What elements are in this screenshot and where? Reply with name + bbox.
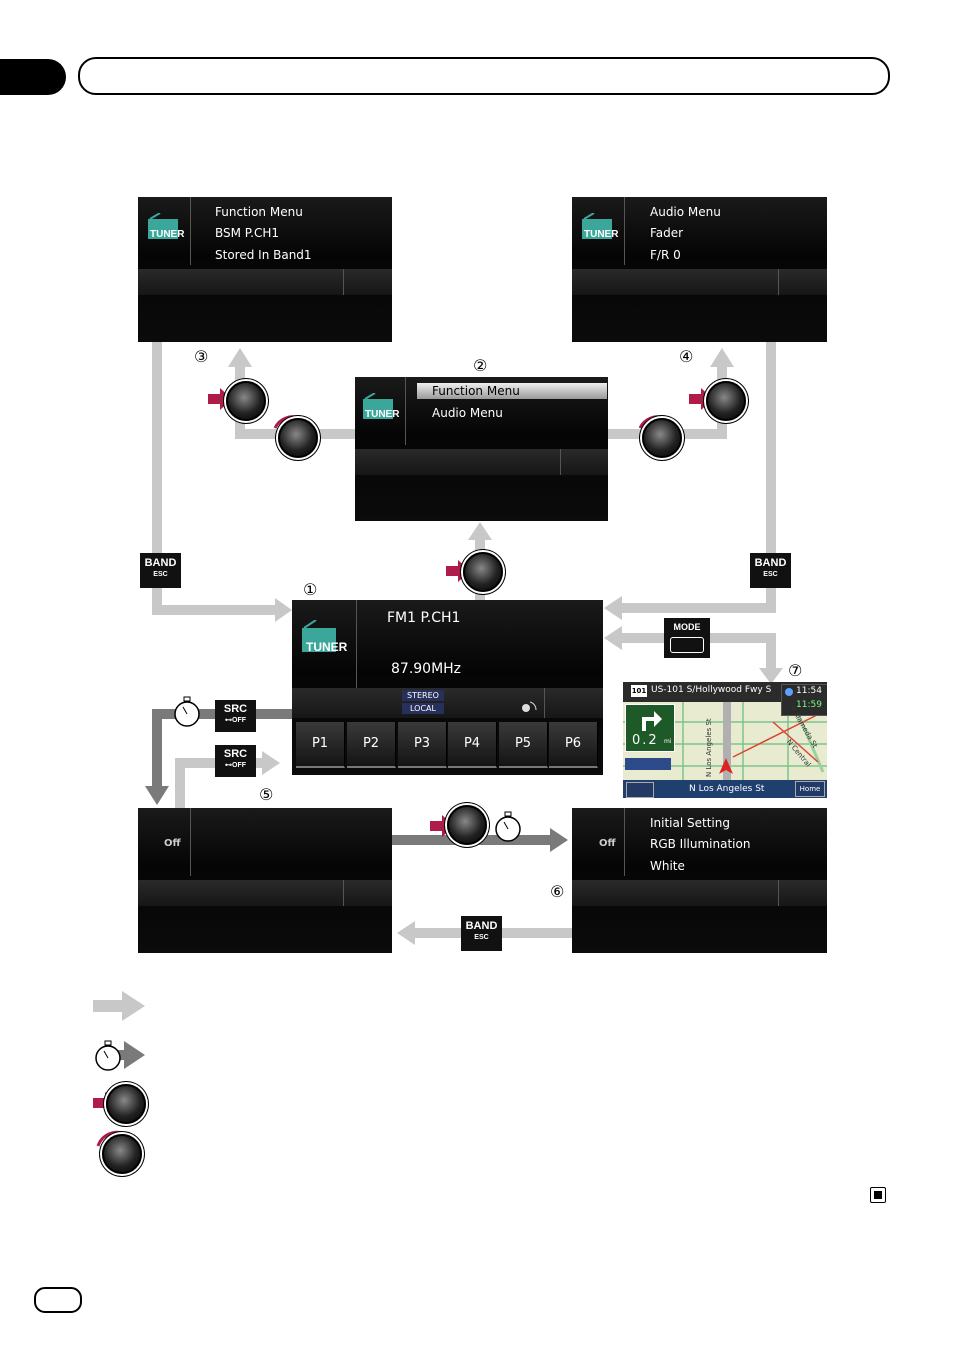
mode-key-shape [670,637,704,653]
setting-line-2: RGB Illumination [650,837,751,851]
tuner-label: TUNER [584,229,619,240]
nav-bottom-bar [623,780,827,798]
knob-push-4 [706,381,746,421]
function-menu-screen: TUNER Function Menu BSM P.CH1 Stored In … [138,197,392,342]
lane-indicator [625,758,671,770]
audio-line-3: F/R 0 [650,248,681,262]
preset-button[interactable]: P1 [296,722,345,768]
tuner-label: TUNER [306,640,348,654]
time-panel: 11:54 11:59 [781,684,827,716]
tuner-label: TUNER [150,229,185,240]
step-number: ② [473,356,488,375]
antenna-icon [522,701,537,712]
preset-button[interactable]: P2 [347,722,396,768]
radio-icon [148,213,178,239]
off-screen-left: Off [138,808,392,953]
step-number: ⑤ [259,785,274,804]
preset-button[interactable]: P5 [499,722,548,768]
nav-map-screen: 101 US-101 S/Hollywood Fwy S 11:54 11:59… [623,682,827,798]
stereo-badge: STEREO [402,690,444,701]
time-1: 11:54 [796,686,822,696]
function-line-1: Function Menu [215,205,303,219]
page-number-tab [34,1287,82,1313]
function-line-2: BSM P.CH1 [215,226,280,240]
distance-value: 0.2 [632,733,659,748]
knob-push-main [463,552,503,592]
knob-rotate-3 [278,418,318,458]
home-button[interactable]: Home [795,781,825,797]
route-badge: 101 [631,685,647,697]
menu-item-function[interactable]: Function Menu [432,384,520,398]
off-label: Off [164,838,181,849]
step-number: ⑦ [788,661,803,680]
knob-rotate-4 [642,418,682,458]
preset-button[interactable]: P4 [448,722,497,768]
step-number: ③ [194,347,209,366]
radio-icon [363,393,393,419]
header-title-bar [78,57,890,95]
stopwatch-icon [495,811,521,842]
knob-push-off [447,805,487,845]
audio-line-1: Audio Menu [650,205,721,219]
radio-icon [582,213,612,239]
time-2: 11:59 [796,700,822,710]
audio-menu-screen: TUNER Audio Menu Fader F/R 0 [572,197,827,342]
function-line-3: Stored In Band1 [215,248,312,262]
preset-button[interactable]: P6 [549,722,598,768]
nav-top-bar [623,682,827,702]
step-number: ④ [679,347,694,366]
menu-screen: TUNER Function Menu Audio Menu [355,377,608,521]
stopwatch-icon [174,696,200,727]
preset-button[interactable]: P3 [398,722,447,768]
street-name: N Los Angeles St [689,784,765,794]
menu-button[interactable] [626,782,654,798]
local-badge: LOCAL [402,703,444,714]
legend-knob-push [106,1084,146,1124]
knob-push-3 [226,381,266,421]
end-mark-icon [870,1187,886,1203]
clock-icon [785,688,793,696]
off-label: Off [599,838,616,849]
mode-button[interactable]: MODE [664,618,710,658]
setting-line-3: White [650,859,685,873]
turn-panel: 0.2 mi [625,704,675,752]
turn-right-icon [642,711,662,731]
road-name: US-101 S/Hollywood Fwy S [651,685,772,695]
src-off-button[interactable]: SRC⊷OFF [215,745,256,777]
header-black-tab [0,59,66,95]
tuner-label: TUNER [365,409,400,420]
position-arrow-icon [719,758,733,774]
legend-stopwatch-icon [95,1040,121,1071]
menu-item-highlight [417,383,607,399]
channel-label: FM1 P.CH1 [387,610,461,626]
setting-line-1: Initial Setting [650,816,730,830]
step-number: ① [303,580,318,599]
distance-unit: mi [664,738,672,745]
tuner-main-screen: TUNER FM1 P.CH1 87.90MHz STEREO LOCAL P1… [292,600,603,775]
legend-knob-rotate [102,1134,142,1174]
map-label: N Los Angeles St [705,718,713,777]
step-number: ⑥ [550,882,565,901]
frequency-label: 87.90MHz [391,661,462,677]
off-screen-right: Off Initial Setting RGB Illumination Whi… [572,808,827,953]
src-off-button[interactable]: SRC⊷OFF [215,700,256,732]
radio-icon [302,620,336,652]
preset-bar: P1 P2 P3 P4 P5 P6 [296,722,600,770]
audio-line-2: Fader [650,226,684,240]
menu-item-audio[interactable]: Audio Menu [432,406,503,420]
